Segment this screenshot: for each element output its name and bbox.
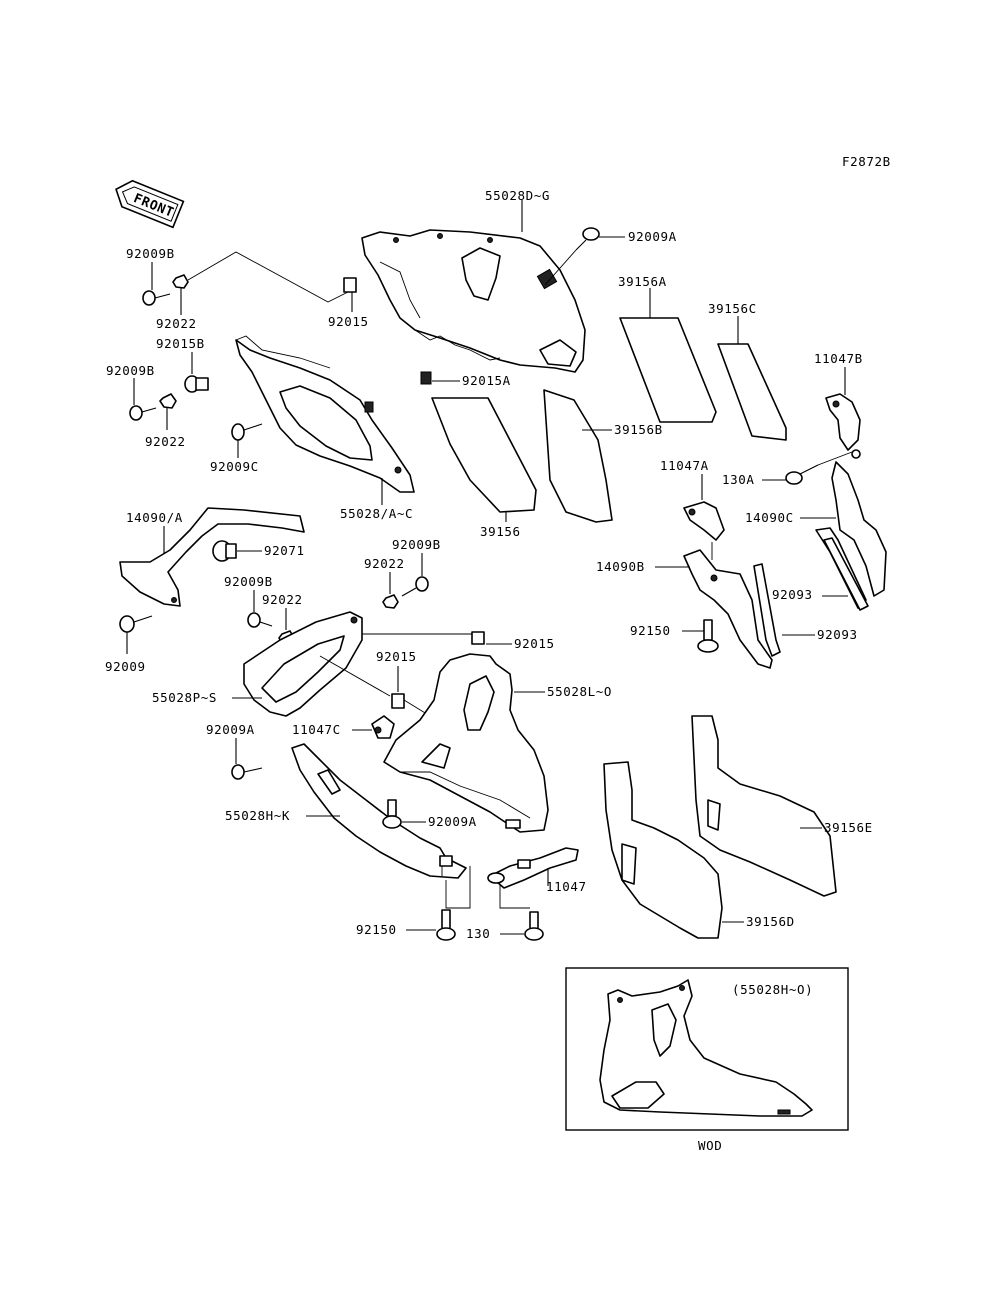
- label-55028D-G: 55028D~G: [485, 188, 550, 203]
- label-39156B: 39156B: [614, 422, 663, 437]
- pad-39156A: [619, 317, 717, 423]
- clip-icon: [343, 277, 357, 293]
- label-92015B: 92015B: [156, 336, 205, 351]
- strip-92093-b: [753, 563, 781, 657]
- bolt-icon: [575, 227, 600, 251]
- pad-39156B: [543, 389, 613, 523]
- front-arrow-icon: FRONT: [115, 179, 185, 229]
- strip-92093-a: [823, 537, 869, 611]
- label-92022-1: 92022: [156, 316, 197, 331]
- bolt-icon: [129, 405, 157, 421]
- pad-39156E: [691, 715, 837, 897]
- label-14090-A: 14090/A: [126, 510, 183, 525]
- label-130: 130: [466, 926, 490, 941]
- bolt-icon: [231, 764, 263, 780]
- label-92093-1: 92093: [772, 587, 813, 602]
- label-14090C: 14090C: [745, 510, 794, 525]
- label-92015-2: 92015: [376, 649, 417, 664]
- label-92022-4: 92022: [262, 592, 303, 607]
- label-55028P-S: 55028P~S: [152, 690, 217, 705]
- lower-cowl-55028H-K: [291, 743, 467, 879]
- grommet-icon: [184, 375, 209, 393]
- bolt-icon: [785, 464, 819, 485]
- middle-cowl: [235, 335, 415, 493]
- label-92009A-2: 92009A: [206, 722, 255, 737]
- label-92150-1: 92150: [630, 623, 671, 638]
- label-92009B-1: 92009B: [126, 246, 175, 261]
- nut-icon: [159, 393, 177, 409]
- label-11047C: 11047C: [292, 722, 341, 737]
- bolt-icon: [697, 619, 719, 653]
- label-39156D: 39156D: [746, 914, 795, 929]
- inset-box: (55028H~O): [565, 967, 849, 1131]
- bolt-icon: [142, 290, 171, 306]
- label-11047A: 11047A: [660, 458, 709, 473]
- label-92009B-2: 92009B: [106, 363, 155, 378]
- bracket-11047A: [683, 501, 725, 541]
- bolt-icon: [119, 615, 153, 633]
- label-55028L-O: 55028L~O: [547, 684, 612, 699]
- label-39156A: 39156A: [618, 274, 667, 289]
- clip-icon: [420, 371, 432, 385]
- air-duct-55028P-S: [243, 611, 363, 717]
- label-92015-1: 92015: [328, 314, 369, 329]
- label-11047B: 11047B: [814, 351, 863, 366]
- label-55028A-C: 55028/A~C: [340, 506, 413, 521]
- pad-39156C: [717, 343, 787, 441]
- label-92009B-4: 92009B: [224, 574, 273, 589]
- nut-icon: [172, 274, 189, 289]
- inset-label: (55028H~O): [732, 982, 813, 997]
- bolt-icon: [247, 612, 273, 628]
- figure-code: F2872B: [842, 154, 891, 169]
- clip-icon: [391, 693, 405, 709]
- label-92015A: 92015A: [462, 373, 511, 388]
- pad-39156: [431, 397, 537, 513]
- label-55028H-K: 55028H~K: [225, 808, 290, 823]
- label-92015-3: 92015: [514, 636, 555, 651]
- label-92009B-3: 92009B: [392, 537, 441, 552]
- bracket-11047: [487, 847, 579, 889]
- label-130A: 130A: [722, 472, 755, 487]
- label-39156E: 39156E: [824, 820, 873, 835]
- label-92009A-top: 92009A: [628, 229, 677, 244]
- label-39156: 39156: [480, 524, 521, 539]
- label-92150-2: 92150: [356, 922, 397, 937]
- bolt-icon: [524, 911, 544, 941]
- label-14090B: 14090B: [596, 559, 645, 574]
- bracket-11047B: [825, 393, 861, 459]
- inset-caption: WOD: [698, 1138, 722, 1153]
- inner-cowl-upper: [361, 229, 586, 373]
- label-92022-2: 92022: [145, 434, 186, 449]
- bolt-icon: [436, 909, 456, 941]
- pad-39156D: [603, 761, 723, 939]
- bracket-14090B: [683, 549, 773, 669]
- trim-14090-A: [119, 507, 305, 607]
- label-92009: 92009: [105, 659, 146, 674]
- grommet-icon: [212, 540, 237, 562]
- clip-icon: [471, 631, 485, 645]
- label-92093-2: 92093: [817, 627, 858, 642]
- label-11047: 11047: [546, 879, 587, 894]
- label-92009A-3: 92009A: [428, 814, 477, 829]
- lower-cowl-55028L-O: [383, 653, 549, 833]
- bracket-11047C: [371, 715, 395, 739]
- bolt-icon: [401, 576, 429, 597]
- label-92022-3: 92022: [364, 556, 405, 571]
- nut-icon: [382, 594, 399, 609]
- label-92009C: 92009C: [210, 459, 259, 474]
- bolt-icon: [382, 799, 402, 829]
- label-39156C: 39156C: [708, 301, 757, 316]
- bolt-icon: [231, 423, 263, 441]
- label-92071: 92071: [264, 543, 305, 558]
